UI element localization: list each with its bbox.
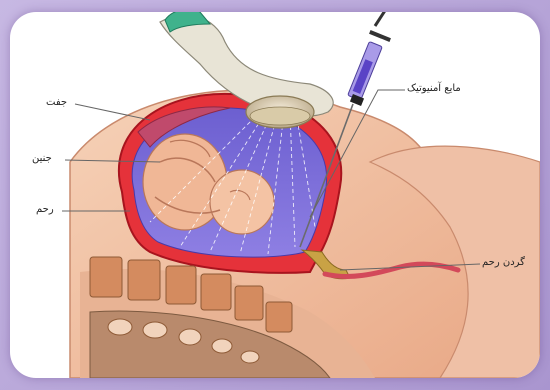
label-amniotic-fluid: مایع آمنیوتیک: [407, 83, 461, 94]
amniocentesis-diagram: [10, 12, 540, 378]
label-fetus: جنین: [32, 153, 52, 164]
label-cervix: گردن رحم: [482, 257, 525, 268]
label-uterus: رحم: [36, 204, 54, 215]
label-placenta: جفت: [46, 97, 67, 108]
illustration-card: جفت جنین رحم مایع آمنیوتیک گردن رحم: [10, 12, 540, 378]
